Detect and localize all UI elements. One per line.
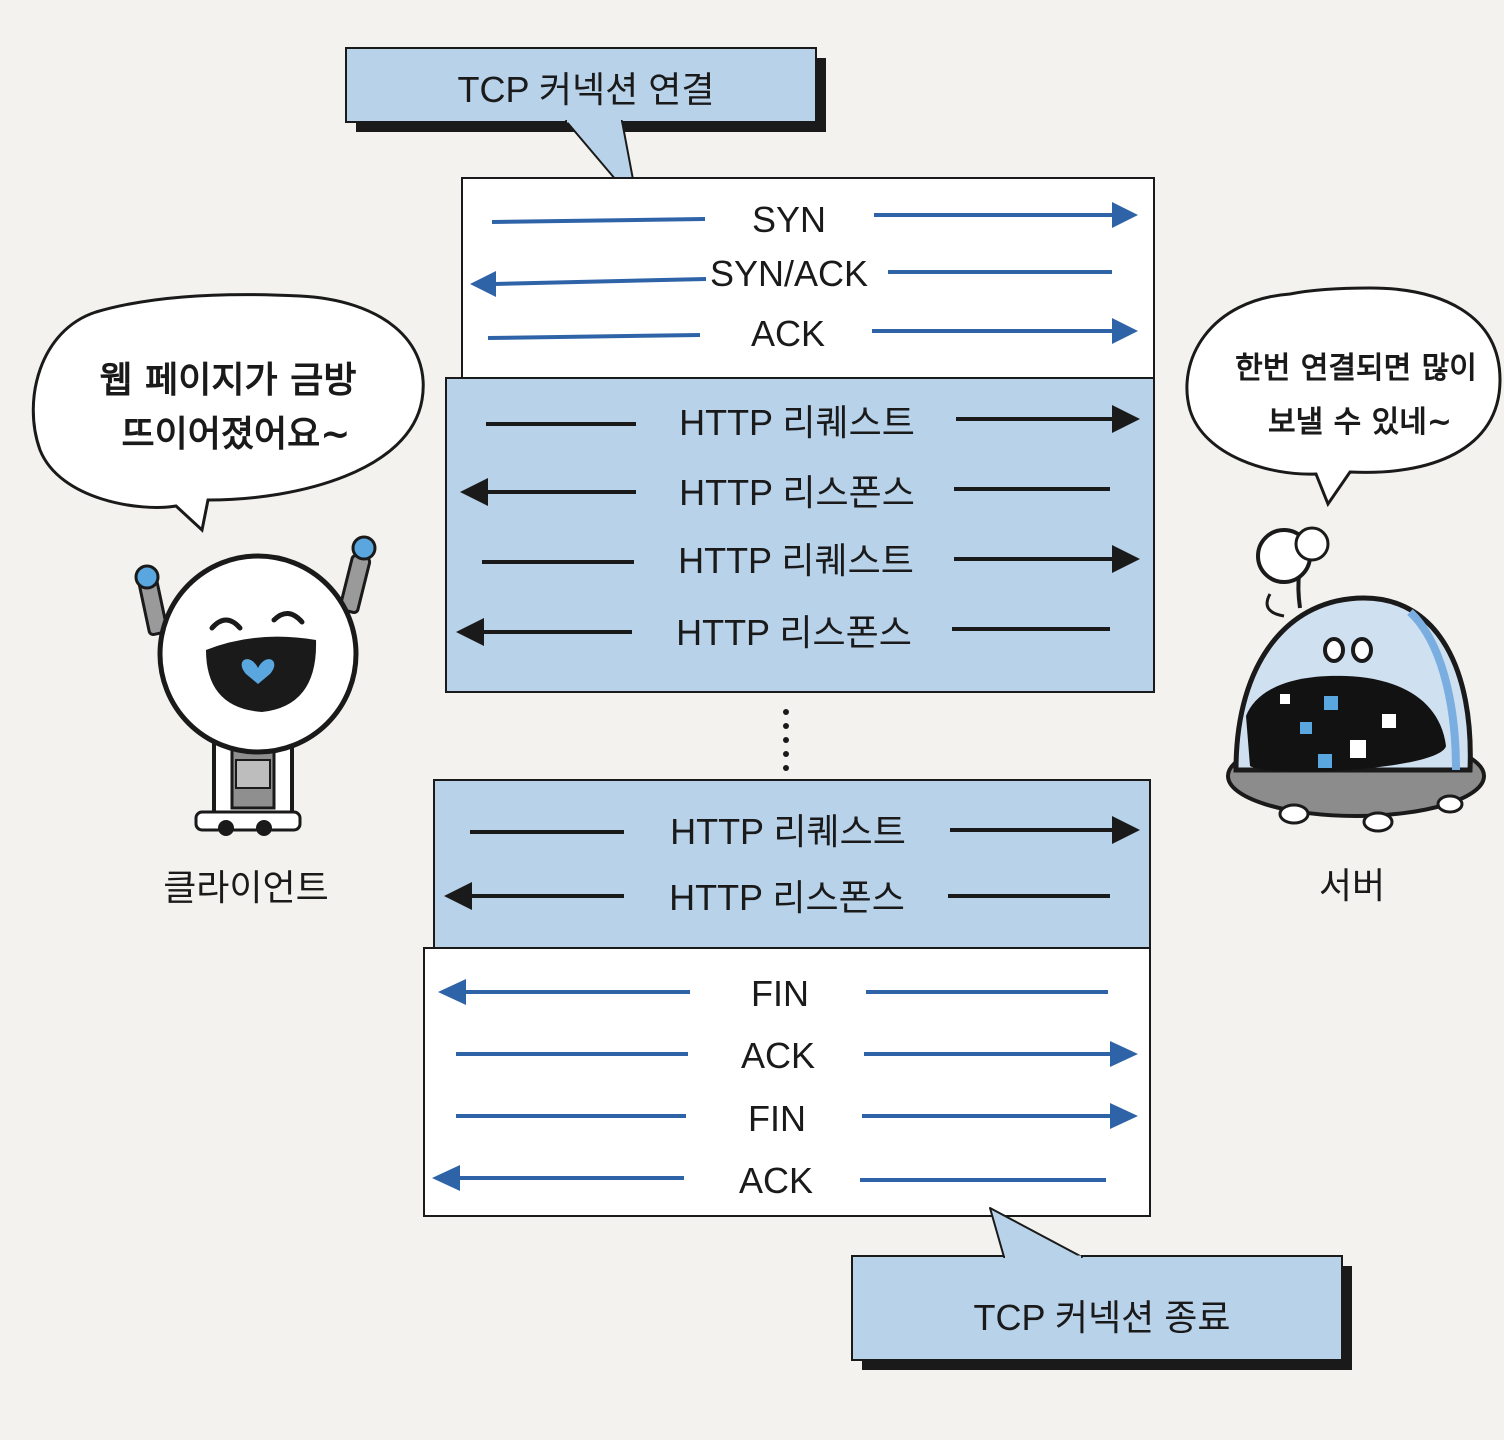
callout-open-text: TCP 커넥션 연결 <box>458 69 715 110</box>
arrow-fin: FIN <box>438 973 1108 1014</box>
server-label: 서버 <box>1319 865 1385 906</box>
callout-close-text: TCP 커넥션 종료 <box>974 1297 1231 1338</box>
arrowhead-right <box>1112 202 1138 228</box>
teardown-label: ACK <box>739 1160 813 1201</box>
arrowhead-left <box>438 979 466 1005</box>
http-label: HTTP 리스폰스 <box>669 877 905 918</box>
server-speech-line-1: 한번 연결되면 많이 <box>1235 351 1477 386</box>
arrow-syn-ack: SYN/ACK <box>470 253 1112 297</box>
handshake-label: SYN/ACK <box>710 253 868 294</box>
teardown-label: ACK <box>741 1035 815 1076</box>
arrowhead-right <box>1112 816 1140 844</box>
http-label: HTTP 리퀘스트 <box>678 540 914 581</box>
arrowhead-left <box>470 271 496 297</box>
arrowhead-right <box>1112 545 1140 573</box>
server-speech-line-2: 보낼 수 있네~ <box>1268 405 1452 440</box>
arrow-http-response: HTTP 리스폰스 <box>444 877 1110 918</box>
client-robot-illustration: 클라이언트 <box>134 535 377 908</box>
continuation-dots <box>783 709 789 771</box>
handshake-box <box>461 177 1155 379</box>
client-speech-line-1: 웹 페이지가 금방 <box>100 360 357 401</box>
client-label: 클라이언트 <box>163 867 329 908</box>
teardown-label: FIN <box>751 973 809 1014</box>
arrow-ack: ACK <box>432 1160 1106 1201</box>
arrowhead-right <box>1110 1041 1138 1067</box>
arrow-http-request: HTTP 리퀘스트 <box>482 540 1140 581</box>
handshake-label: ACK <box>751 313 825 354</box>
teardown-label: FIN <box>748 1098 806 1139</box>
client-speech-line-2: 뜨이어졌어요~ <box>122 414 351 455</box>
client-speech-bubble: 웹 페이지가 금방 뜨이어졌어요~ <box>31 293 425 533</box>
arrow-http-response: HTTP 리스폰스 <box>460 472 1110 513</box>
arrow-ack: ACK <box>487 313 1138 354</box>
server-speech-bubble: 한번 연결되면 많이 보낼 수 있네~ <box>1185 286 1502 508</box>
arrowhead-right <box>1112 318 1138 344</box>
http-label: HTTP 리퀘스트 <box>679 402 915 443</box>
arrowhead-left <box>456 618 484 646</box>
server-robot-illustration: 서버 <box>1226 526 1486 906</box>
arrowhead-left <box>460 478 488 506</box>
http-block-2 <box>433 779 1151 949</box>
http-block-1 <box>445 377 1155 693</box>
arrow-ack: ACK <box>456 1035 1138 1076</box>
arrow-fin: FIN <box>456 1098 1138 1139</box>
http-label: HTTP 리스폰스 <box>676 612 912 653</box>
http-label: HTTP 리퀘스트 <box>670 811 906 852</box>
arrow-syn: SYN <box>491 199 1138 240</box>
arrowhead-right <box>1112 405 1140 433</box>
callout-close: TCP 커넥션 종료 <box>851 1207 1352 1370</box>
arrowhead-left <box>444 882 472 910</box>
arrowhead-right <box>1110 1103 1138 1129</box>
callout-open: TCP 커넥션 연결 <box>345 47 826 207</box>
handshake-label: SYN <box>752 199 826 240</box>
arrowhead-left <box>432 1165 460 1191</box>
http-label: HTTP 리스폰스 <box>679 472 915 513</box>
arrow-http-response: HTTP 리스폰스 <box>456 612 1110 653</box>
arrow-http-request: HTTP 리퀘스트 <box>486 402 1140 443</box>
arrow-http-request: HTTP 리퀘스트 <box>470 811 1140 852</box>
